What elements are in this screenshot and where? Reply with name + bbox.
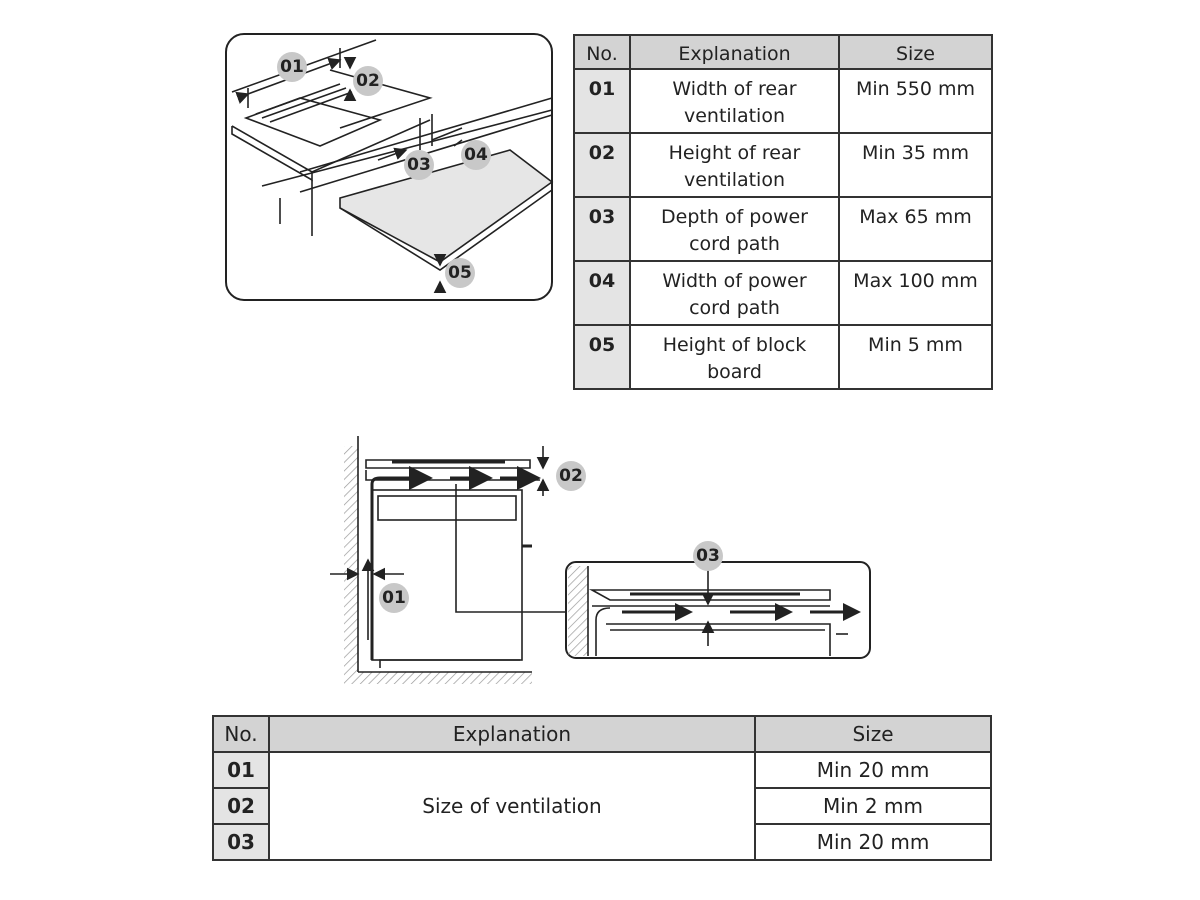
explanation-line: ventilation [683, 169, 786, 191]
row-explanation: Width of power cord path [629, 260, 840, 326]
row-no: 01 [573, 68, 631, 134]
callout-side-03: 03 [693, 541, 723, 571]
row-no: 01 [212, 751, 270, 789]
explanation-line: cord path [689, 297, 780, 319]
explanation-line: ventilation [683, 105, 786, 127]
explanation-line: Height of block [662, 334, 807, 356]
cutout-dimensions-table: No. Explanation Size 01 Width of rear ven… [573, 34, 993, 390]
table-header-row: No. Explanation Size [212, 715, 992, 753]
header-size: Size [754, 715, 992, 753]
row-explanation: Depth of power cord path [629, 196, 840, 262]
table-row: 03 Depth of power cord path Max 65 mm [573, 196, 993, 262]
table-row: 02 Height of rear ventilation Min 35 mm [573, 132, 993, 198]
callout-side-01: 01 [379, 583, 409, 613]
row-size: Min 20 mm [754, 823, 992, 861]
explanation-line: Width of power [662, 270, 807, 292]
explanation-line: Width of rear [672, 78, 797, 100]
row-explanation: Width of rear ventilation [629, 68, 840, 134]
row-explanation: Height of rear ventilation [629, 132, 840, 198]
row-no: 02 [573, 132, 631, 198]
row-explanation: Height of block board [629, 324, 840, 390]
callout-side-02: 02 [556, 461, 586, 491]
callout-05: 05 [445, 258, 475, 288]
table-row: 04 Width of power cord path Max 100 mm [573, 260, 993, 326]
table-row: 01 Width of rear ventilation Min 550 mm [573, 68, 993, 134]
callout-03: 03 [404, 150, 434, 180]
callout-02: 02 [353, 66, 383, 96]
row-no: 05 [573, 324, 631, 390]
header-explanation: Explanation [268, 715, 756, 753]
ventilation-table: No. Explanation Size 01 Size of ventilat… [212, 715, 992, 861]
row-size: Min 2 mm [754, 787, 992, 825]
oven-section-drawing [330, 436, 566, 684]
row-explanation: Size of ventilation [268, 751, 756, 861]
row-size: Max 100 mm [838, 260, 993, 326]
header-no: No. [573, 34, 631, 70]
row-no: 03 [212, 823, 270, 861]
row-size: Max 65 mm [838, 196, 993, 262]
callout-01: 01 [277, 52, 307, 82]
row-size: Min 35 mm [838, 132, 993, 198]
row-size: Min 5 mm [838, 324, 993, 390]
ventilation-detail-drawing [565, 561, 871, 659]
row-size: Min 20 mm [754, 751, 992, 789]
cooktop-perspective-drawing [225, 33, 554, 301]
table-header-row: No. Explanation Size [573, 34, 993, 70]
header-no: No. [212, 715, 270, 753]
header-size: Size [838, 34, 993, 70]
header-explanation: Explanation [629, 34, 840, 70]
row-no: 02 [212, 787, 270, 825]
row-no: 03 [573, 196, 631, 262]
table-row: 03 Min 20 mm [212, 823, 992, 861]
row-no: 04 [573, 260, 631, 326]
explanation-line: Height of rear [668, 142, 801, 164]
explanation-line: Depth of power [661, 206, 808, 228]
row-size: Min 550 mm [838, 68, 993, 134]
table-row: 05 Height of block board Min 5 mm [573, 324, 993, 390]
explanation-line: board [707, 361, 762, 383]
explanation-line: cord path [689, 233, 780, 255]
table-row: 01 Size of ventilation Min 20 mm [212, 751, 992, 861]
table-row: 02 Min 2 mm [212, 787, 992, 825]
callout-04: 04 [461, 140, 491, 170]
